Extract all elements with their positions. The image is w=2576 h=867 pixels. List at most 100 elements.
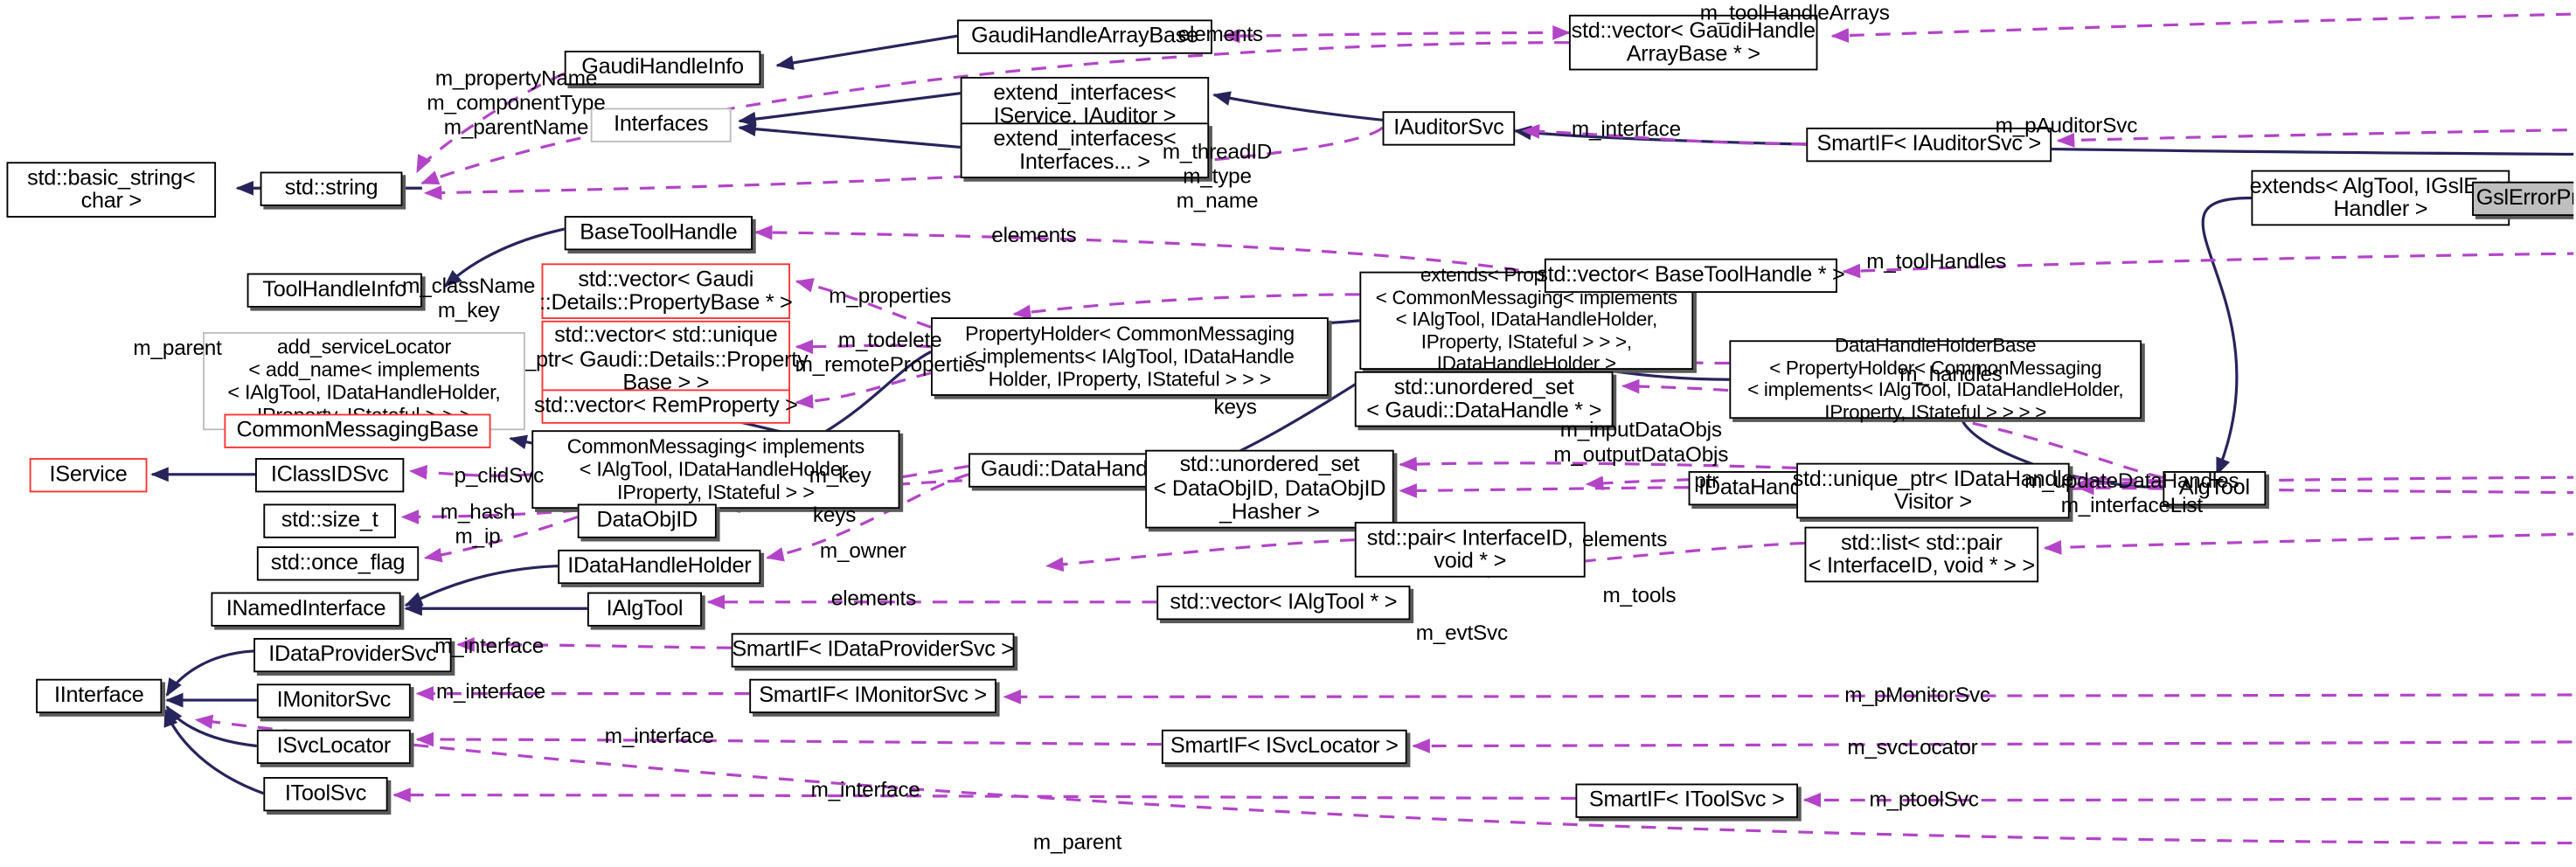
node-commonmessaging-implements[interactable]: CommonMessaging< implements < IAlgTool, …: [531, 430, 900, 510]
edge-label-text: m_ptoolSvc: [1869, 787, 1979, 812]
node-iauditorsvc[interactable]: IAuditorSvc: [1382, 111, 1516, 146]
edge-label-text: ptr: [1694, 468, 1719, 493]
node-label: IInterface: [53, 682, 144, 708]
edge-label-m-interface-monitor: m_interface: [417, 679, 564, 704]
node-label: IDataProviderSvc: [268, 642, 437, 667]
node-label: AlgTool: [2178, 475, 2250, 500]
node-idatahandleholder[interactable]: IDataHandleHolder: [558, 549, 761, 585]
edge-label-text: m_className m_key: [402, 273, 536, 323]
node-inamedinterface[interactable]: INamedInterface: [211, 592, 401, 627]
edge-label-text: m_hash m_ip: [440, 498, 516, 549]
node-interfaces[interactable]: Interfaces: [590, 108, 732, 142]
edge-label-m-pmonitorsvc: m_pMonitorSvc: [1821, 682, 2014, 706]
node-iclassidsvc[interactable]: IClassIDSvc: [254, 458, 405, 493]
node-label: std::once_flag: [270, 550, 406, 575]
node-std-size-t[interactable]: std::size_t: [263, 503, 396, 538]
node-unique-ptr-idatahandlevisitor[interactable]: std::unique_ptr< IDataHandle Visitor >: [1793, 462, 2073, 519]
node-propertyholder-commonmessaging[interactable]: PropertyHolder< CommonMessaging < implem…: [930, 317, 1329, 396]
edge-label-text: m_svcLocator: [1847, 734, 1978, 759]
node-label: std::size_t: [281, 507, 378, 532]
node-label: std::string: [284, 175, 378, 200]
edge-label-text: m_propertyName m_componentType m_parentN…: [427, 65, 606, 140]
edge-label-text: m_pAuditorSvc: [1995, 113, 2138, 138]
node-label: std::vector< BaseToolHandle * >: [1537, 261, 1845, 288]
node-label: std::list< std::pair < InterfaceID, void…: [1808, 529, 2035, 578]
node-label: PropertyHolder< CommonMessaging < implem…: [964, 322, 1295, 392]
node-label: std::unordered_set < DataObjID, DataObjI…: [1153, 452, 1386, 524]
node-smartif-iauditorsvc[interactable]: SmartIF< IAuditorSvc >: [1806, 127, 2052, 163]
node-extends-algtool-igslerrorhandler[interactable]: extends< AlgTool, IGslError Handler >: [2250, 170, 2511, 226]
node-datahandleholderbase[interactable]: DataHandleHolderBase < PropertyHolder< C…: [1729, 334, 2142, 422]
node-std-string[interactable]: std::string: [260, 171, 403, 206]
node-itoolsvc[interactable]: IToolSvc: [263, 777, 388, 812]
node-gslerrorprint[interactable]: GslErrorPrint: [2472, 181, 2574, 217]
node-label: SmartIF< ISvcLocator >: [1170, 732, 1399, 759]
node-iservice[interactable]: IService: [29, 458, 148, 493]
node-dataobjid[interactable]: DataObjID: [577, 503, 717, 538]
node-vector-ialgtool-ptr[interactable]: std::vector< IAlgTool * >: [1156, 586, 1411, 621]
node-label: extend_interfaces< IService, IAuditor >: [993, 79, 1177, 128]
node-algtool[interactable]: AlgTool: [2163, 471, 2267, 506]
edge-label-text: m_interface: [434, 633, 545, 658]
node-label: SmartIF< IMonitorSvc >: [759, 682, 987, 708]
edge-label-m-threadid: m_threadID m_type m_name: [1143, 139, 1290, 212]
edge-label-keys-top: keys: [1203, 394, 1268, 419]
edge-label-text: elements: [991, 222, 1077, 247]
node-std-basic-string[interactable]: std::basic_string< char >: [6, 162, 217, 218]
node-vector-remproperty[interactable]: std::vector< RemProperty >: [534, 389, 798, 424]
node-label: std::basic_string< char >: [27, 164, 196, 213]
node-smartif-imonitorsvc[interactable]: SmartIF< IMonitorSvc >: [749, 678, 996, 714]
edge-label-keys-mid: keys: [802, 503, 867, 527]
node-vector-propertybase-ptr[interactable]: std::vector< Gaudi ::Details::PropertyBa…: [539, 263, 793, 319]
node-iinterface[interactable]: IInterface: [36, 678, 163, 714]
node-smartif-idataprovidersvc[interactable]: SmartIF< IDataProviderSvc >: [731, 633, 1015, 668]
node-gaudihandleinfo[interactable]: GaudiHandleInfo: [564, 51, 761, 86]
node-gaudi-datahandle[interactable]: Gaudi::DataHandle: [969, 453, 1177, 488]
node-std-once-flag[interactable]: std::once_flag: [256, 546, 420, 581]
node-label: std::vector< RemProperty >: [533, 392, 798, 418]
node-label: std::vector< Gaudi ::Details::PropertyBa…: [539, 266, 793, 315]
node-label: IAuditorSvc: [1393, 114, 1504, 140]
node-vector-unique-ptr-propertybase[interactable]: std::vector< std::unique _ptr< Gaudi::De…: [524, 320, 809, 399]
node-pair-interfaceid-void-ptr[interactable]: std::pair< InterfaceID, void * >: [1354, 522, 1586, 578]
edge-label-m-toolhandlearrays: m_toolHandleArrays: [1672, 0, 1918, 24]
node-commonmessagingbase[interactable]: CommonMessagingBase: [224, 413, 491, 448]
edge-label-text: m_updateDataHandles m_interfaceList: [2024, 468, 2239, 517]
edge-label-text: m_interface: [604, 723, 714, 748]
node-vector-gaudihandlearraybase-ptr[interactable]: std::vector< GaudiHandle ArrayBase * >: [1568, 14, 1818, 71]
node-toolhandleinfo[interactable]: ToolHandleInfo: [246, 273, 422, 308]
node-basetoolhandle[interactable]: BaseToolHandle: [564, 216, 753, 251]
edge-label-elements-ialgtool: elements: [809, 586, 940, 610]
edge-label-text: m_owner: [819, 538, 906, 563]
node-unordered-set-dataobjid[interactable]: std::unordered_set < DataObjID, DataObjI…: [1145, 449, 1394, 529]
edge-label-m-properties: m_properties: [809, 283, 972, 308]
node-idataprovidersvc[interactable]: IDataProviderSvc: [253, 637, 452, 673]
node-label: std::vector< std::unique _ptr< Gaudi::De…: [524, 323, 809, 395]
node-add-servicelocator[interactable]: add_serviceLocator < add_name< implement…: [203, 331, 525, 431]
edge-label-text: m_parent: [1032, 829, 1122, 855]
node-label: ISvcLocator: [276, 732, 392, 759]
node-label: SmartIF< IDataProviderSvc >: [732, 636, 1014, 662]
node-isvclocator[interactable]: ISvcLocator: [256, 729, 411, 765]
node-imonitorsvc[interactable]: IMonitorSvc: [256, 683, 411, 718]
node-ialgtool[interactable]: IAlgTool: [587, 592, 702, 627]
node-label: std::pair< InterfaceID, void * >: [1366, 524, 1573, 573]
edge-label-text: m_interface: [435, 678, 546, 704]
edge-label-text: m_key: [809, 462, 871, 488]
edge-label-m-propertyname: m_propertyName m_componentType m_parentN…: [398, 66, 635, 139]
edge-label-text: keys: [1213, 394, 1257, 420]
node-extend-interfaces-variadic[interactable]: extend_interfaces< Interfaces... >: [960, 122, 1210, 179]
node-smartif-isvclocator[interactable]: SmartIF< ISvcLocator >: [1161, 729, 1407, 765]
node-smartif-itoolsvc[interactable]: SmartIF< IToolSvc >: [1575, 783, 1798, 818]
edge-label-m-classname: m_className m_key: [391, 274, 546, 323]
edge-label-text: elements: [830, 586, 917, 611]
node-gaudihandlearraybase[interactable]: GaudiHandleArrayBase: [956, 19, 1212, 54]
node-label: INamedInterface: [226, 595, 386, 621]
node-list-pair-interfaceid-void-ptr[interactable]: std::list< std::pair < InterfaceID, void…: [1804, 526, 2039, 583]
node-label: BaseToolHandle: [580, 219, 738, 245]
node-label: std::unique_ptr< IDataHandle Visitor >: [1792, 465, 2074, 514]
node-unordered-set-gaudi-datahandle[interactable]: std::unordered_set < Gaudi::DataHandle *…: [1354, 371, 1614, 427]
node-vector-basetoolhandle-ptr[interactable]: std::vector< BaseToolHandle * >: [1537, 258, 1845, 294]
edge-label-m-updatedatahandles: m_updateDataHandles m_interfaceList: [2001, 468, 2262, 517]
